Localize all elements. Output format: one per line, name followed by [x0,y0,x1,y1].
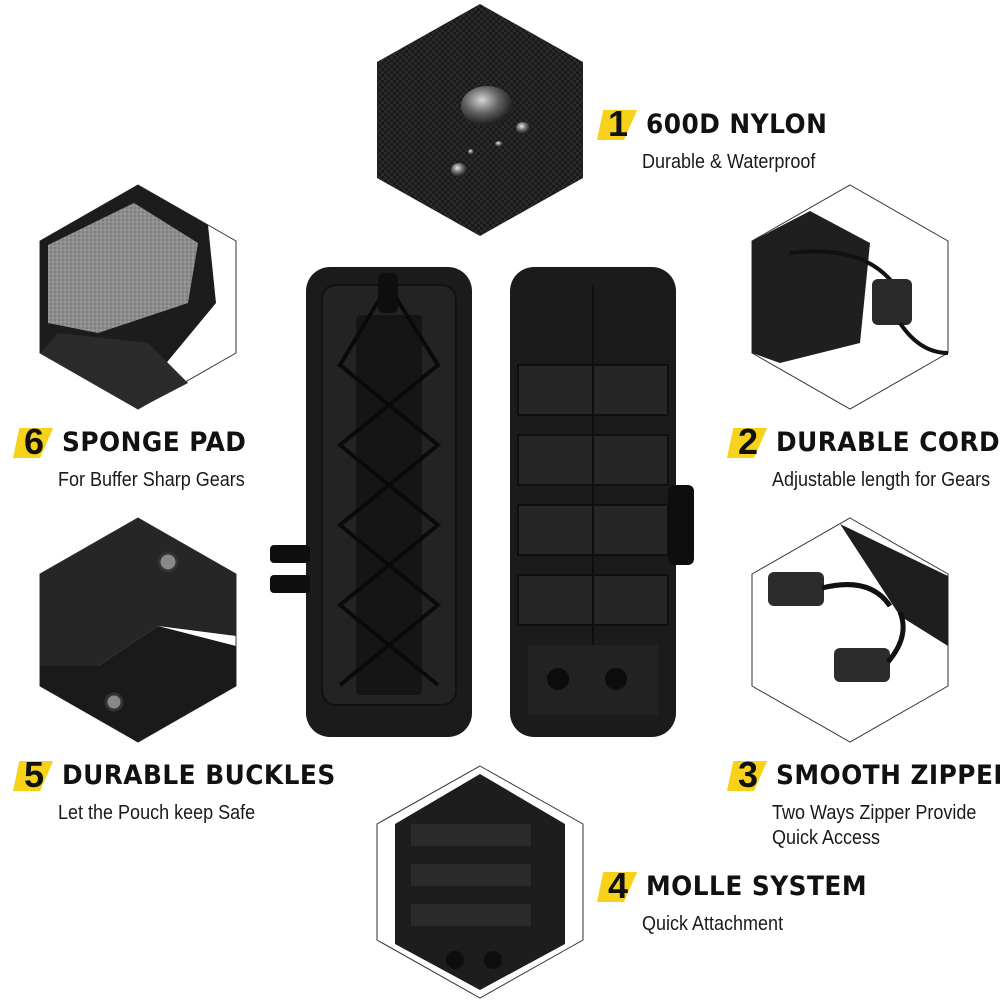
feature-title: SPONGE PAD [62,426,247,458]
hex-molle-closeup [376,765,584,999]
feature-number-badge: 5 [14,755,54,795]
feature-desc: Two Ways Zipper Provide [772,802,977,824]
hex-buckle-closeup [39,517,237,743]
feature-title: MOLLE SYSTEM [646,870,868,902]
feature-number-badge: 4 [598,866,638,906]
feature-desc: Durable & Waterproof [642,151,816,173]
hex-sponge-pad-closeup [39,184,237,410]
feature-number-badge: 1 [598,104,638,144]
feature-1: 1 600D NYLON Durable & Waterproof [598,104,843,175]
pouch-front-view [270,267,472,737]
feature-5: 5 DURABLE BUCKLES Let the Pouch keep Saf… [14,755,360,826]
feature-2: 2 DURABLE CORD Adjustable length for Gea… [728,422,1000,493]
feature-3: 3 SMOOTH ZIPPER Two Ways Zipper Provide … [728,755,1000,851]
feature-number-badge: 3 [728,755,768,795]
feature-title: 600D NYLON [646,108,828,140]
feature-desc: Adjustable length for Gears [772,469,991,491]
hex-cord-closeup [751,184,949,410]
feature-4: 4 MOLLE SYSTEM Quick Attachment [598,866,886,937]
feature-number-badge: 6 [14,422,54,462]
feature-desc: Quick Attachment [642,913,784,935]
feature-desc: Quick Access [772,827,881,849]
feature-number-badge: 2 [728,422,768,462]
feature-title: SMOOTH ZIPPER [776,759,1000,791]
feature-6: 6 SPONGE PAD For Buffer Sharp Gears [14,422,266,493]
hex-zipper-closeup [751,517,949,743]
feature-title: DURABLE BUCKLES [62,759,336,791]
pouch-back-view [510,267,694,737]
feature-desc: For Buffer Sharp Gears [58,469,245,491]
hex-nylon-closeup [377,4,583,236]
feature-desc: Let the Pouch keep Safe [58,802,256,824]
feature-title: DURABLE CORD [776,426,1000,458]
